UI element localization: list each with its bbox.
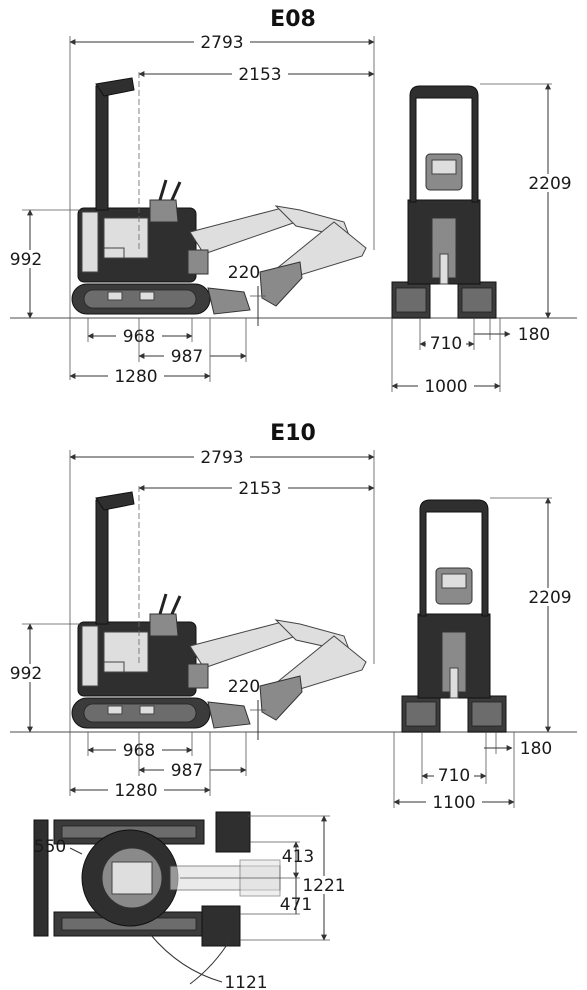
dim-1100-label-e10: 1100 bbox=[432, 793, 475, 813]
dim-2793-label-e08: 2793 bbox=[200, 33, 243, 53]
dim-2793-label-e10: 2793 bbox=[200, 448, 243, 468]
side-view-e08 bbox=[70, 76, 368, 316]
dim-2153-label-e08: 2153 bbox=[238, 65, 281, 85]
dim-1280-label-e10: 1280 bbox=[114, 781, 157, 801]
dim-987-label-e08: 987 bbox=[171, 347, 203, 367]
top-view bbox=[33, 811, 281, 947]
dim-1280-label-e08: 1280 bbox=[114, 367, 157, 387]
dim-2209-label-e08: 2209 bbox=[528, 174, 571, 194]
dim-992-label-e08: 992 bbox=[10, 250, 42, 270]
dim-413-label: 413 bbox=[282, 847, 314, 867]
dim-550-leader bbox=[69, 847, 83, 855]
dim-992-label-e10: 992 bbox=[10, 664, 42, 684]
dim-180-label-e10: 180 bbox=[520, 739, 552, 759]
dim-710-label-e10: 710 bbox=[438, 766, 470, 786]
dim-220-label-e08: 220 bbox=[228, 263, 260, 283]
dim-2153-label-e10: 2153 bbox=[238, 479, 281, 499]
dim-550-label: 550 bbox=[34, 837, 66, 857]
model-title-e10: E10 bbox=[270, 421, 316, 446]
dim-2209-label-e10: 2209 bbox=[528, 588, 571, 608]
dim-710-label-e08: 710 bbox=[430, 334, 462, 354]
dim-180-label-e08: 180 bbox=[518, 325, 550, 345]
dim-1121-arc bbox=[149, 933, 223, 983]
side-view-e10 bbox=[70, 490, 368, 730]
dim-471-label: 471 bbox=[280, 895, 312, 915]
dim-1221-label: 1221 bbox=[302, 876, 345, 896]
front-view-e08 bbox=[391, 85, 497, 319]
dim-1121-label: 1121 bbox=[224, 973, 267, 990]
dim-1121-arc-2 bbox=[189, 939, 231, 985]
front-view-e10 bbox=[401, 499, 507, 733]
model-title-e08: E08 bbox=[270, 7, 316, 32]
dim-220-label-e10: 220 bbox=[228, 677, 260, 697]
dim-1000-label-e08: 1000 bbox=[424, 377, 467, 397]
dim-987-label-e10: 987 bbox=[171, 761, 203, 781]
